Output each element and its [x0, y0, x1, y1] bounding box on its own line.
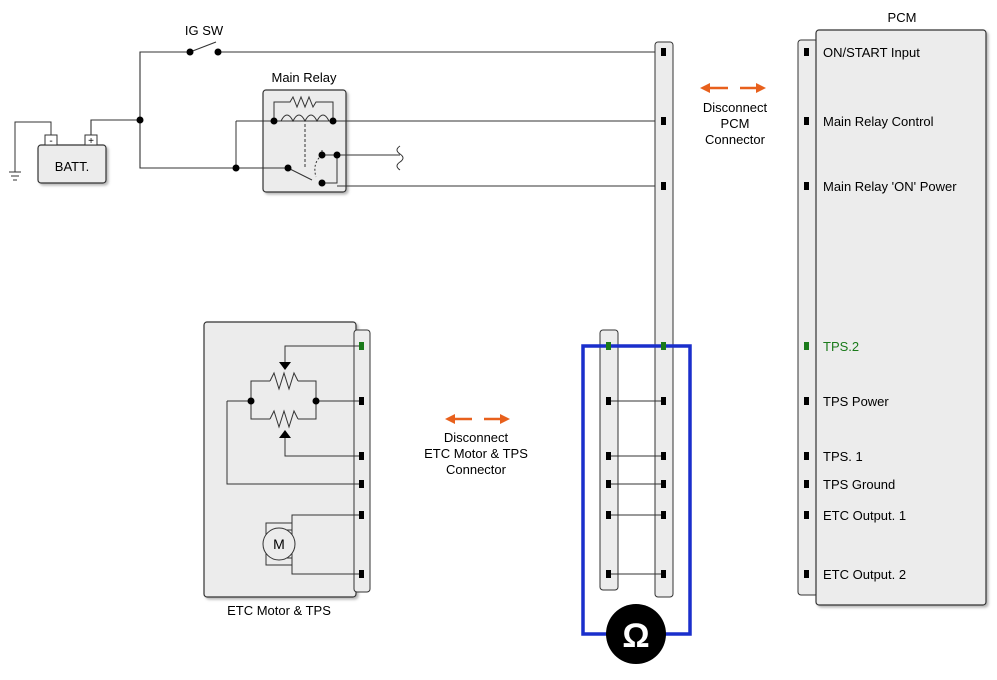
pcm-pin: ETC Output. 1 [804, 508, 906, 523]
pcm-pin-label: TPS Ground [823, 477, 895, 492]
disconnect-etc-note: Disconnect ETC Motor & TPS Connector [424, 414, 528, 477]
power-wiring [90, 41, 660, 169]
pcm-pin-label: ETC Output. 1 [823, 508, 906, 523]
pcm-pin-label: TPS.2 [823, 339, 859, 354]
pcm-pin-label: ETC Output. 2 [823, 567, 906, 582]
pcm-pin: ETC Output. 2 [804, 567, 906, 582]
battery: - + BATT. [37, 134, 107, 184]
pcm-pin: TPS Ground [804, 477, 895, 492]
pcm-pin-label: Main Relay Control [823, 114, 934, 129]
pcm-pin: ON/START Input [804, 45, 920, 60]
pcm-pin: Main Relay Control [804, 114, 934, 129]
pcm-pin: TPS. 1 [804, 449, 863, 464]
pcm-connector-strip [654, 41, 674, 598]
disconnect-etc-line2: ETC Motor & TPS [424, 446, 528, 461]
pcm-pin: Main Relay 'ON' Power [804, 179, 957, 194]
battery-pos-label: + [88, 136, 94, 147]
pcm-title: PCM [888, 10, 917, 25]
ohmmeter-symbol: Ω [622, 617, 649, 655]
main-relay-label: Main Relay [271, 70, 337, 85]
disconnect-pcm-line1: Disconnect [703, 100, 768, 115]
disconnect-pcm-line2: PCM [721, 116, 750, 131]
main-relay: Main Relay [232, 70, 663, 193]
disconnect-etc-line1: Disconnect [444, 430, 509, 445]
pcm: PCM ON/START Input Main Relay Control Ma… [797, 10, 987, 606]
pcm-pin-label: TPS Power [823, 394, 889, 409]
pcm-pin-label: Main Relay 'ON' Power [823, 179, 957, 194]
pcm-pin-label: ON/START Input [823, 45, 920, 60]
ig-switch: IG SW [136, 23, 224, 124]
battery-label: BATT. [55, 159, 89, 174]
ohmmeter: Ω [581, 344, 692, 664]
ig-switch-label: IG SW [185, 23, 224, 38]
motor-symbol: M [273, 536, 285, 552]
pcm-pin: TPS Power [804, 394, 889, 409]
etc-motor-tps-label: ETC Motor & TPS [227, 603, 331, 618]
pcm-pin: TPS.2 [804, 339, 859, 354]
etc-motor-tps: M ETC Motor & TPS [203, 321, 371, 618]
ground-symbol [9, 121, 52, 181]
battery-neg-label: - [49, 136, 52, 147]
disconnect-pcm-line3: Connector [705, 132, 766, 147]
pcm-pin-list: ON/START Input Main Relay Control Main R… [804, 45, 957, 582]
disconnect-pcm-note: Disconnect PCM Connector [700, 83, 768, 147]
etc-harness-connector-strip [599, 329, 661, 591]
pcm-pin-label: TPS. 1 [823, 449, 863, 464]
disconnect-etc-line3: Connector [446, 462, 507, 477]
